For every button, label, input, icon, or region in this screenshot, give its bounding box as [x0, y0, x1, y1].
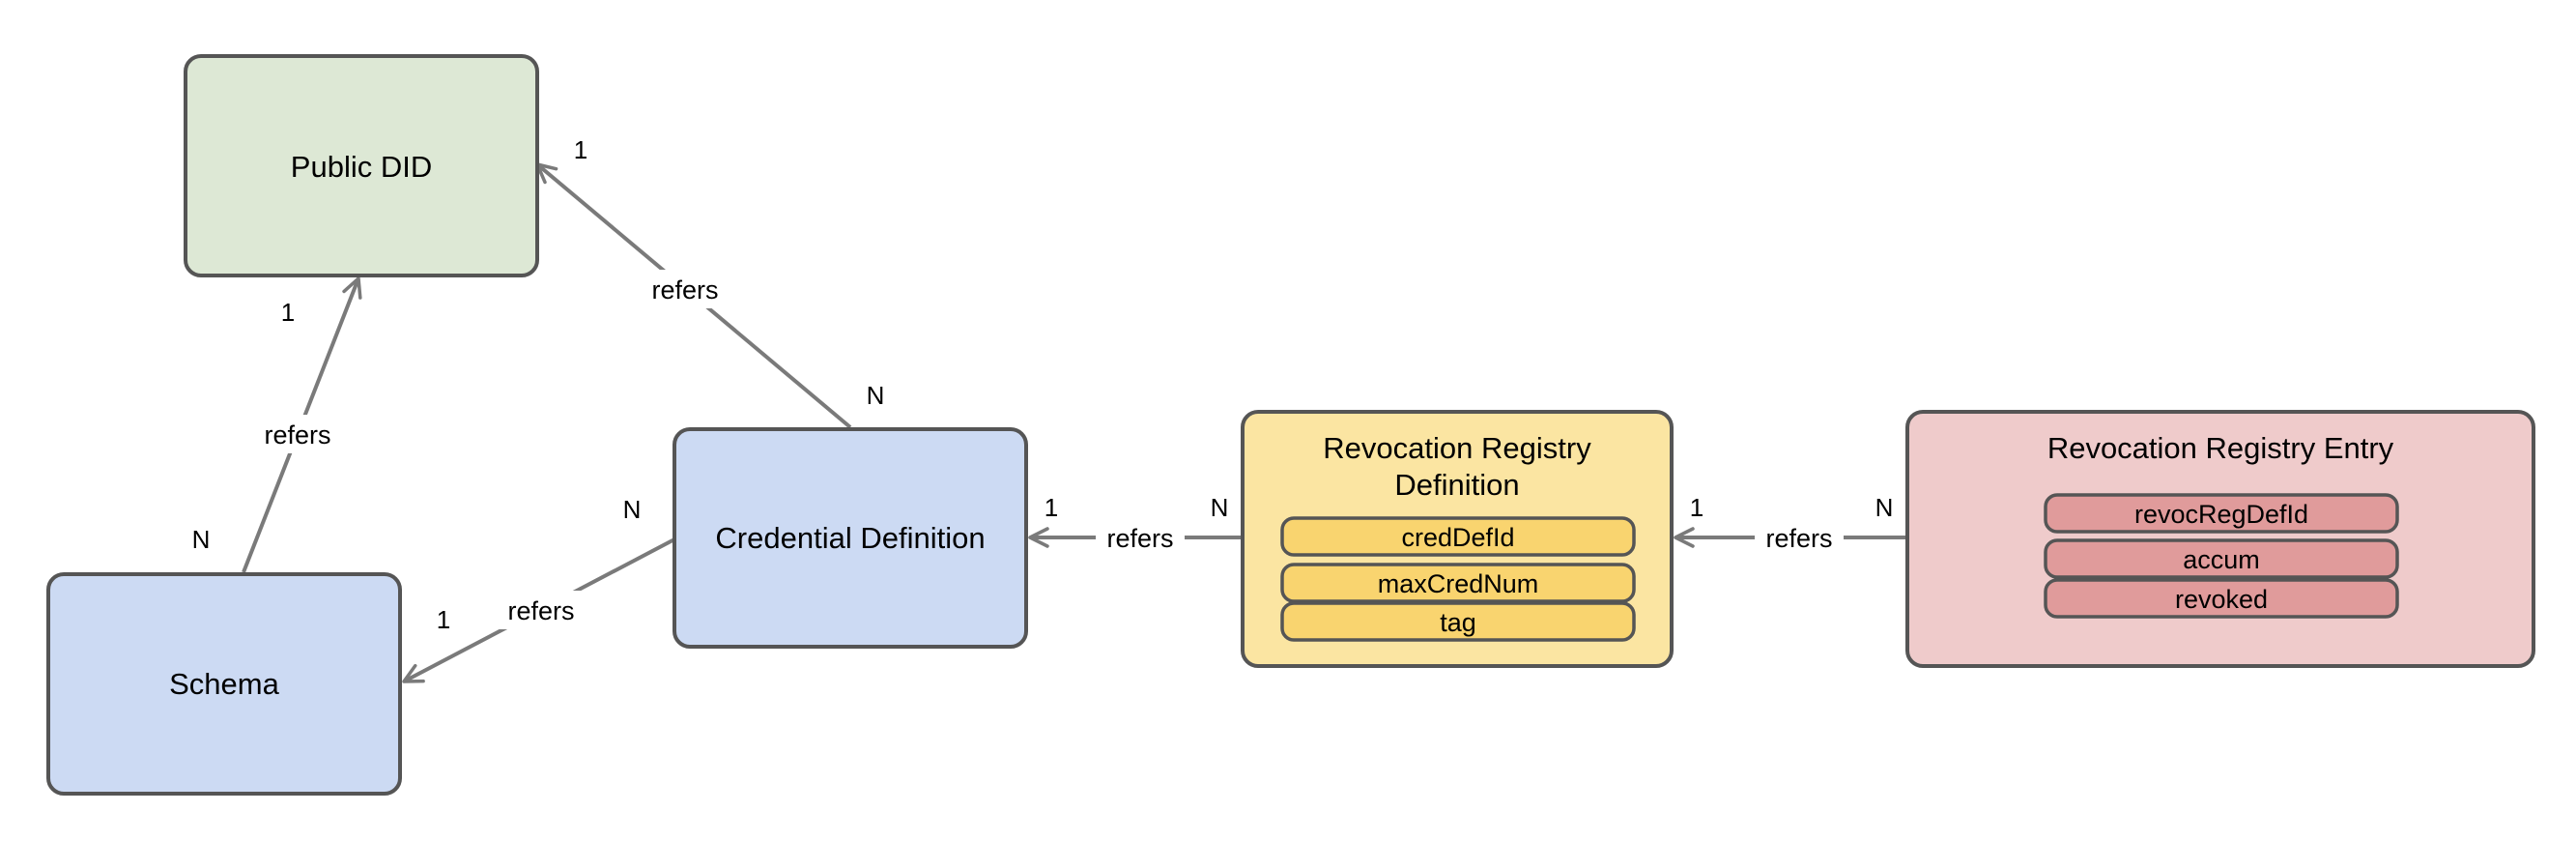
field-label: accum [2183, 545, 2260, 574]
cardinality-label-from: N [623, 495, 642, 524]
field-pill [1280, 563, 1636, 603]
field-accum: accum [2044, 538, 2399, 579]
field-pill [2044, 578, 2399, 619]
cardinality-label-from: N [1211, 493, 1229, 522]
field-pill [2044, 538, 2399, 579]
node-credential-definition: Credential Definition [673, 427, 1028, 649]
node-revocation-registry-entry: Revocation Registry Entry revocRegDefId … [1905, 410, 2535, 668]
node-revocation-registry-definition: Revocation Registry Definition credDefId… [1241, 410, 1674, 668]
field-max-cred-num: maxCredNum [1280, 563, 1636, 603]
node-title: Public DID [291, 150, 432, 184]
field-cred-def-id: credDefId [1280, 516, 1636, 557]
cardinality-label-to: 1 [437, 605, 450, 634]
edge-cred-def-to-schema: refers N 1 [402, 495, 675, 683]
edge-label: refers [1106, 524, 1173, 553]
cardinality-label-to: 1 [1045, 493, 1058, 522]
edge-rev-def-to-cred-def: refers N 1 [1028, 493, 1243, 557]
edge-label: refers [651, 276, 718, 304]
field-pill [1280, 516, 1636, 557]
edge-label-bg [1755, 518, 1844, 557]
edge-label-bg [640, 270, 730, 308]
edge-label: refers [507, 596, 574, 625]
field-label: revocRegDefId [2134, 500, 2308, 529]
node-box [673, 427, 1028, 649]
node-title: Credential Definition [715, 521, 985, 555]
cardinality-label-to: 1 [574, 135, 587, 164]
node-title-line-2: Definition [1394, 468, 1519, 502]
edge-schema-to-public-did: refers N 1 [192, 276, 362, 573]
edge-label: refers [264, 420, 330, 450]
cardinality-label-to: 1 [1690, 493, 1703, 522]
edge-label: refers [1765, 524, 1832, 553]
edge-label-bg [1096, 518, 1185, 557]
field-pill [2044, 493, 2399, 534]
node-public-did: Public DID [184, 54, 539, 277]
field-label: revoked [2175, 585, 2268, 614]
edge-label-bg [253, 415, 342, 453]
field-label: maxCredNum [1378, 569, 1539, 598]
cardinality-label-from: N [1875, 493, 1894, 522]
field-revoc-reg-def-id: revocRegDefId [2044, 493, 2399, 534]
field-tag: tag [1280, 601, 1636, 642]
edge-cred-def-to-public-did: refers N 1 [535, 135, 885, 429]
cardinality-label-to: 1 [281, 298, 295, 327]
cardinality-label-from: N [192, 525, 211, 554]
node-box [184, 54, 539, 277]
node-box [46, 572, 402, 796]
field-pill [1280, 601, 1636, 642]
edge-rev-entry-to-rev-def: refers N 1 [1674, 493, 1907, 557]
edge-label-bg [496, 591, 587, 629]
cardinality-label-from: N [867, 381, 885, 410]
field-label: tag [1440, 608, 1476, 637]
node-title-line-1: Revocation Registry [1323, 431, 1591, 465]
node-schema: Schema [46, 572, 402, 796]
node-title: Revocation Registry Entry [2047, 431, 2394, 465]
field-label: credDefId [1401, 523, 1514, 552]
field-revoked: revoked [2044, 578, 2399, 619]
node-title: Schema [169, 667, 279, 701]
